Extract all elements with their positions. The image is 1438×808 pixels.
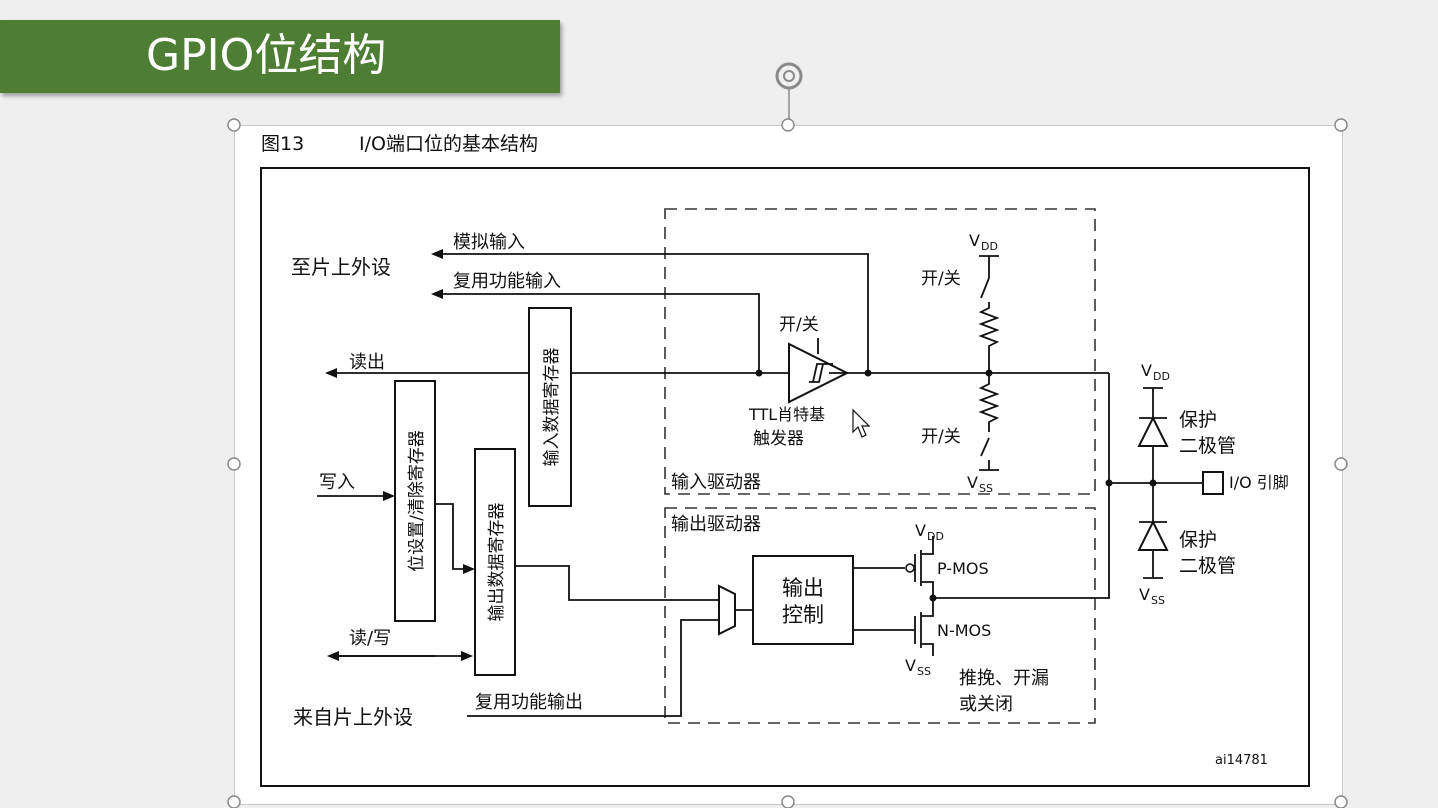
pmos-vdd-sub: DD xyxy=(927,530,944,543)
pullup-switch xyxy=(980,277,990,299)
output-mode-label-1: 推挽、开漏 xyxy=(959,668,1049,689)
cursor-icon xyxy=(852,408,871,438)
read-out-label: 读出 xyxy=(349,352,385,373)
pmos-leads xyxy=(921,536,934,598)
pullup-vdd-sub: DD xyxy=(981,240,998,253)
nmos-label: N-MOS xyxy=(937,621,991,640)
pulldown-vss-v: V xyxy=(967,473,978,492)
read-write-label: 读/写 xyxy=(349,628,391,649)
alt-func-input-line xyxy=(431,289,760,373)
pulldown-vss-sub: SS xyxy=(979,482,993,495)
nmos-vss-sub: SS xyxy=(917,665,931,678)
input-driver-label: 输入驱动器 xyxy=(671,472,761,493)
upper-protection-diode-icon xyxy=(1137,415,1169,447)
from-peripheral-label: 来自片上外设 xyxy=(293,705,413,729)
pmos-vdd-v: V xyxy=(915,521,926,540)
figure-caption: I/O端口位的基本结构 xyxy=(359,133,538,155)
slide-title-banner: GPIO位结构 xyxy=(0,20,560,93)
nmos-leads xyxy=(921,598,934,656)
pulldown-switch xyxy=(980,437,990,457)
schmitt-label-2: 触发器 xyxy=(753,429,804,449)
analog-input-line xyxy=(431,249,869,373)
alt-func-output-line xyxy=(467,619,719,717)
pullup-resistor xyxy=(978,302,1000,373)
odr-to-mux-line xyxy=(515,565,719,601)
pulldown-on-off-label: 开/关 xyxy=(921,427,961,447)
output-control-label-1: 输出 xyxy=(782,576,824,600)
write-in-label: 写入 xyxy=(319,472,355,493)
input-data-register xyxy=(528,307,572,507)
figure-code: ai14781 xyxy=(1215,753,1268,768)
input-driver-region xyxy=(664,208,1096,495)
output-mode-label-2: 或关闭 xyxy=(959,694,1013,715)
lower-protection-diode-icon xyxy=(1137,519,1169,551)
output-control-block xyxy=(752,555,854,645)
pulldown-vss-rail xyxy=(979,460,999,471)
upper-diode-label-1: 保护 xyxy=(1179,409,1217,431)
bit-set-reset-register-label: 位设置/清除寄存器 xyxy=(407,430,427,572)
io-pin-label: I/O 引脚 xyxy=(1229,473,1289,492)
slide-title: GPIO位结构 xyxy=(146,30,387,81)
pulldown-resistor xyxy=(978,373,1000,432)
output-driver-region xyxy=(664,507,1096,724)
pullup-vdd-rail xyxy=(979,255,999,278)
lower-diode-label-2: 二极管 xyxy=(1179,555,1236,577)
diode-vss-sub: SS xyxy=(1151,594,1165,607)
input-data-register-label: 输入数据寄存器 xyxy=(542,348,562,467)
output-data-register-label: 输出数据寄存器 xyxy=(487,503,507,622)
schmitt-input-node xyxy=(755,369,763,377)
schmitt-trigger xyxy=(788,342,850,404)
pin-bus-node xyxy=(1105,479,1113,487)
figure-image[interactable]: 图13 I/O端口位的基本结构 输入驱动器 输出驱动器 至片上外设 模拟输入 复… xyxy=(234,125,1343,805)
lower-diode-label-1: 保护 xyxy=(1179,529,1217,551)
output-driver-label: 输出驱动器 xyxy=(671,514,761,535)
gpio-bit-structure-diagram: 图13 I/O端口位的基本结构 输入驱动器 输出驱动器 至片上外设 模拟输入 复… xyxy=(260,133,1310,787)
output-data-register xyxy=(474,448,516,676)
upper-diode-label-2: 二极管 xyxy=(1179,435,1236,457)
diode-vdd-v: V xyxy=(1141,361,1152,380)
to-peripheral-label: 至片上外设 xyxy=(291,255,391,279)
pullup-vdd-v: V xyxy=(969,231,980,250)
output-mux xyxy=(718,584,736,636)
figure-frame xyxy=(260,167,1310,787)
rotate-handle-icon[interactable] xyxy=(775,62,803,124)
analog-input-label: 模拟输入 xyxy=(453,232,525,253)
schmitt-on-off-label: 开/关 xyxy=(779,315,819,335)
bit-set-reset-register xyxy=(394,380,436,622)
figure-number: 图13 xyxy=(261,133,304,155)
schmitt-output-node xyxy=(864,369,872,377)
diode-vdd-sub: DD xyxy=(1153,370,1170,383)
nmos-vss-v: V xyxy=(905,656,916,675)
output-control-label-2: 控制 xyxy=(782,603,824,627)
bsrr-to-odr-line xyxy=(435,503,475,574)
diode-vss-v: V xyxy=(1139,585,1150,604)
schmitt-hysteresis-icon xyxy=(809,363,833,383)
alt-func-input-label: 复用功能输入 xyxy=(453,271,561,292)
schmitt-label-1: TTL肖特基 xyxy=(748,405,825,424)
io-pin-icon xyxy=(1202,471,1224,495)
alt-func-output-label: 复用功能输出 xyxy=(475,692,583,713)
pullup-on-off-label: 开/关 xyxy=(921,269,961,289)
output-to-pin-line xyxy=(933,373,1110,599)
pmos-gate-bubble xyxy=(905,563,915,573)
pmos-label: P-MOS xyxy=(937,559,989,578)
